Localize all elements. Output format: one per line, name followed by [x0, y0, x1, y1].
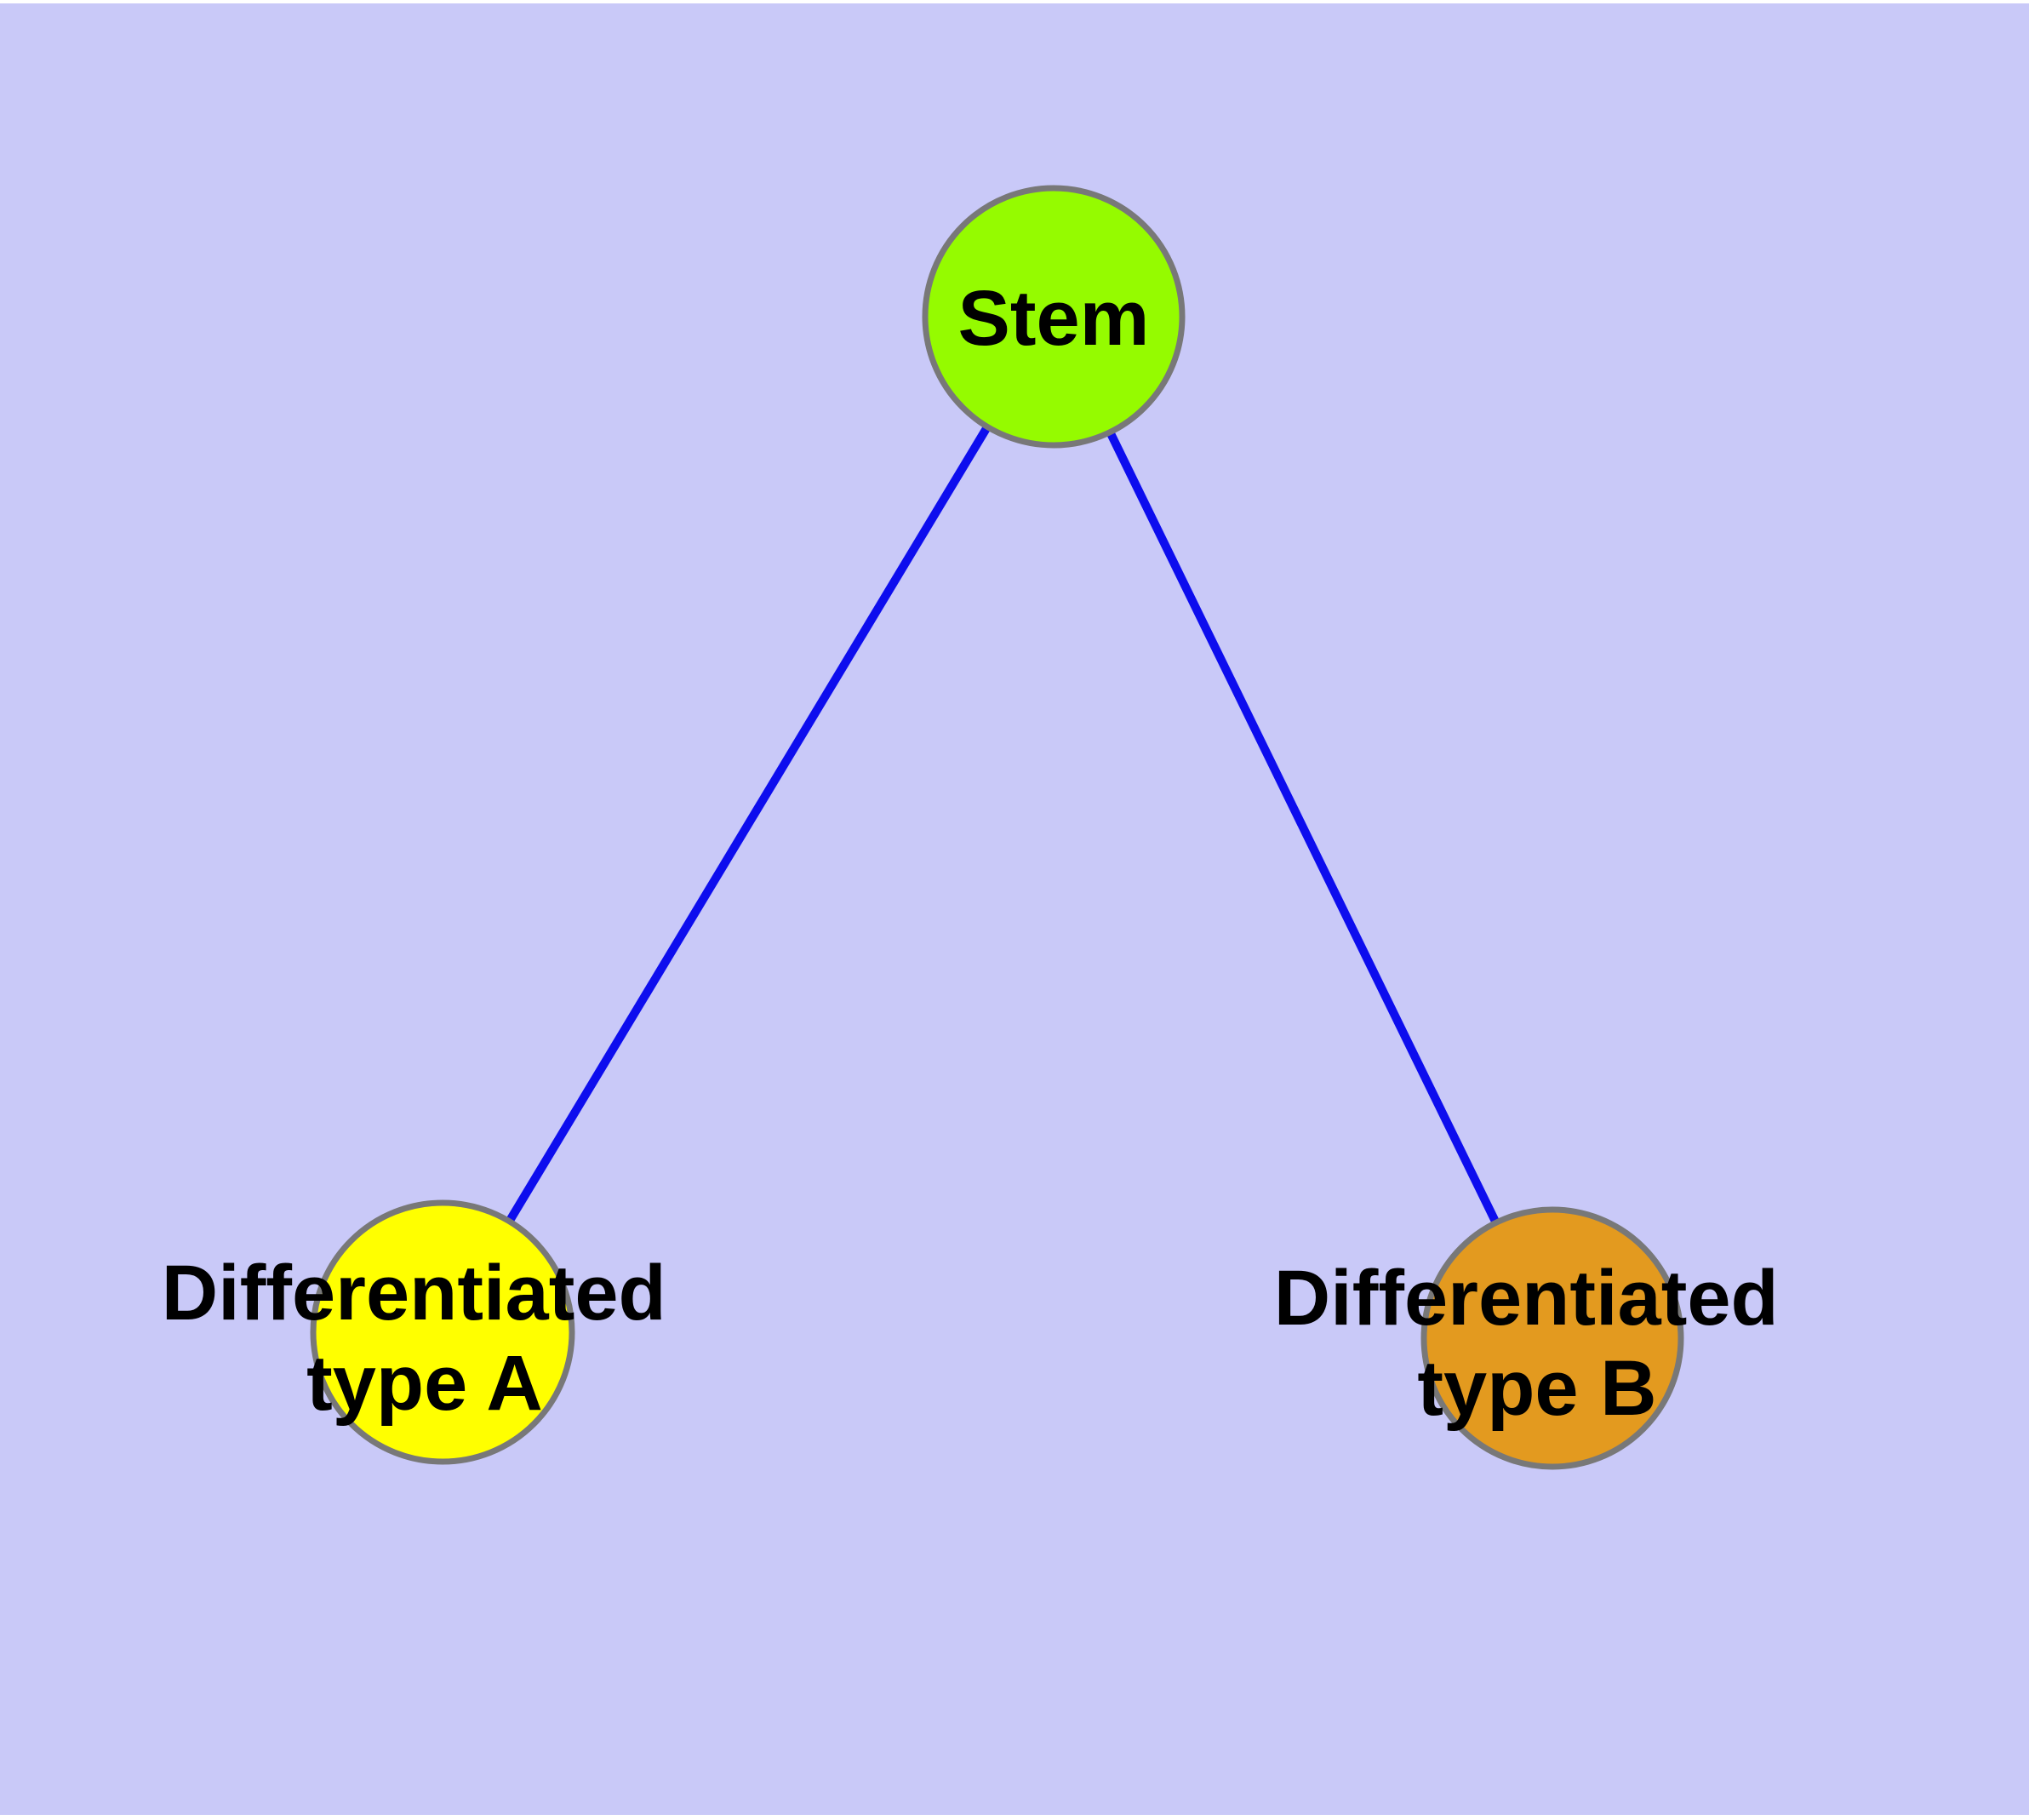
stem-node-label: Stem: [958, 275, 1150, 362]
type-b-label-line2: type B: [1417, 1345, 1656, 1432]
edge-group: [438, 314, 1557, 1341]
type-a-node-label: Differentiated type A: [162, 1250, 689, 1427]
type-a-node: [310, 1199, 575, 1465]
label-group: Stem Differentiated type A Differentiate…: [162, 275, 1801, 1432]
type-b-node-label: Differentiated type B: [1274, 1255, 1801, 1432]
edge-stem-to-type-a: [438, 314, 1058, 1335]
type-b-label-line1: Differentiated: [1274, 1255, 1779, 1342]
edge-stem-to-type-b: [1049, 314, 1557, 1341]
stem-node: [922, 185, 1186, 449]
type-a-label-line1: Differentiated: [162, 1250, 666, 1336]
type-a-label-line2: type A: [306, 1340, 543, 1427]
node-group: [310, 185, 1684, 1470]
type-b-node: [1420, 1206, 1684, 1470]
